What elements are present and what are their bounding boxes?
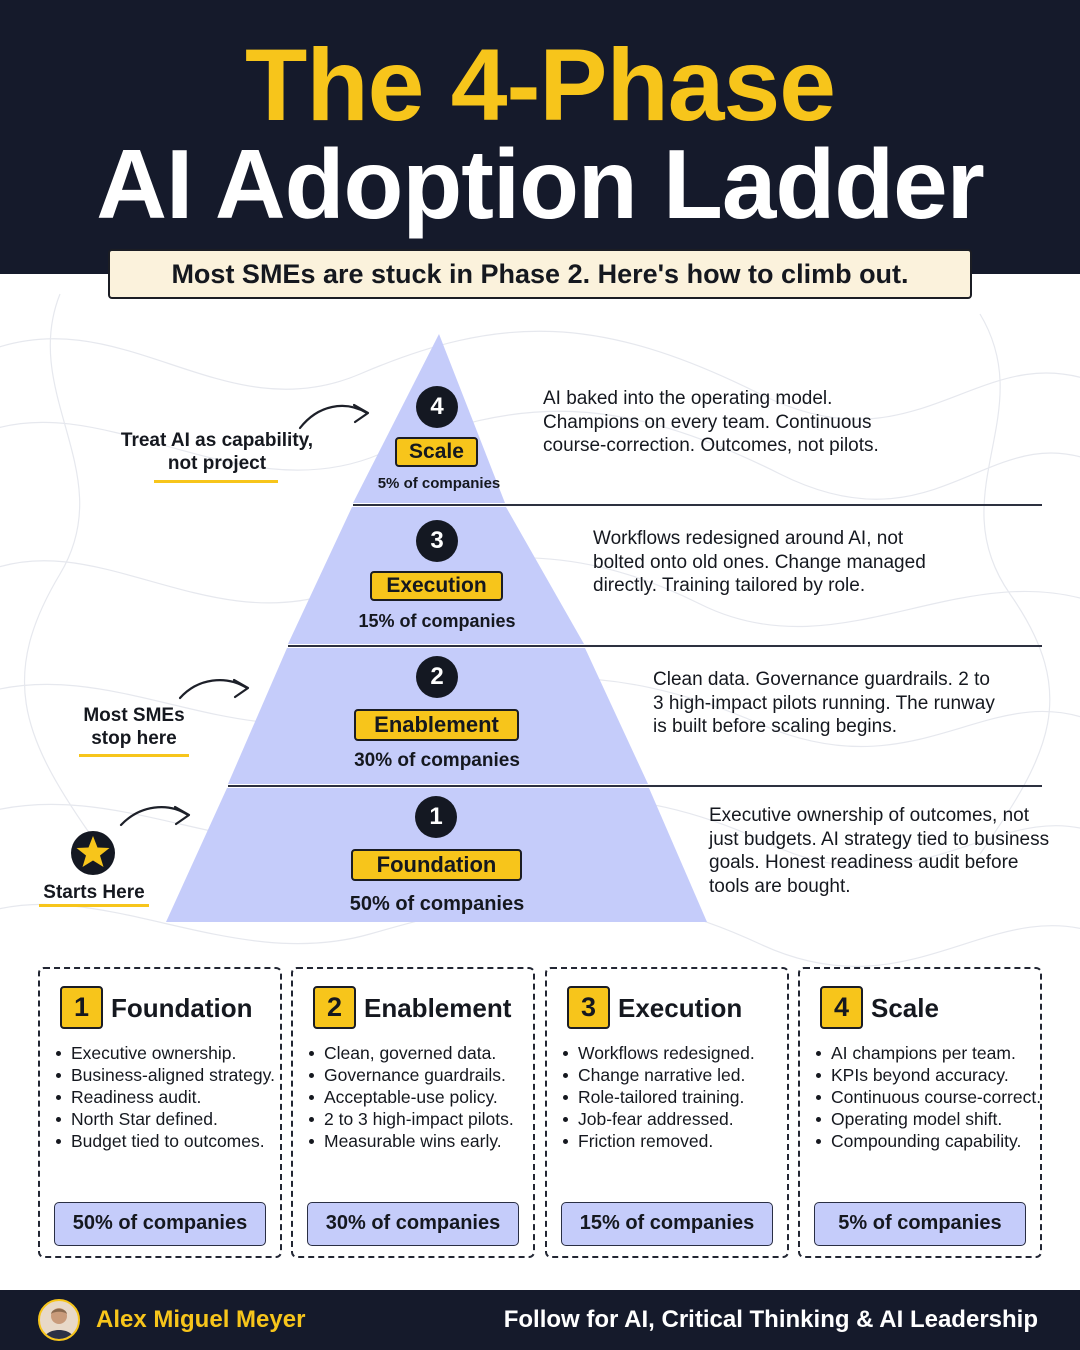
phase-card-number: 1	[60, 986, 103, 1029]
annotation-starts-here-underline	[39, 904, 149, 907]
list-item: Compounding capability.	[812, 1130, 1044, 1152]
annotation-most-smes: Most SMEs stop here	[83, 705, 185, 749]
list-item: Budget tied to outcomes.	[52, 1130, 284, 1152]
list-item: Clean, governed data.	[305, 1042, 537, 1064]
header-banner	[0, 0, 1080, 274]
list-item: AI champions per team.	[812, 1042, 1044, 1064]
phase-card-share: 30% of companies	[307, 1202, 519, 1246]
tier-2-number: 2	[416, 656, 458, 698]
phase-card-number: 3	[567, 986, 610, 1029]
avatar[interactable]	[38, 1299, 80, 1341]
divider-tier-3	[288, 645, 1042, 647]
list-item: Workflows redesigned.	[559, 1042, 791, 1064]
phase-card-title: Foundation	[111, 993, 253, 1023]
list-item: 2 to 3 high-impact pilots.	[305, 1108, 537, 1130]
phase-card-2: 2 Enablement Clean, governed data. Gover…	[291, 967, 535, 1258]
list-item: Business-aligned strategy.	[52, 1064, 284, 1086]
annotation-most-smes-underline	[79, 754, 189, 757]
arrow-top	[298, 404, 369, 430]
tier-2-share: 30% of companies	[354, 750, 520, 771]
follow-tagline: Follow for AI, Critical Thinking & AI Le…	[503, 1306, 1038, 1333]
phase-card-share: 15% of companies	[561, 1202, 773, 1246]
phase-card-title: Enablement	[364, 993, 512, 1023]
tier-2-description: Clean data. Governance guardrails. 2 to …	[653, 669, 995, 737]
subtitle-banner: Most SMEs are stuck in Phase 2. Here's h…	[108, 249, 972, 299]
tier-2-label: Enablement	[354, 709, 519, 741]
phase-card-number: 2	[313, 986, 356, 1029]
tier-1-number: 1	[415, 796, 457, 838]
list-item: Role-tailored training.	[559, 1086, 791, 1108]
list-item: Operating model shift.	[812, 1108, 1044, 1130]
divider-tier-4	[353, 504, 1042, 506]
annotation-starts-here: Starts Here	[43, 882, 145, 903]
list-item: KPIs beyond accuracy.	[812, 1064, 1044, 1086]
phase-card-share: 50% of companies	[54, 1202, 266, 1246]
tier-3-number: 3	[416, 520, 458, 562]
phase-card-list: Workflows redesigned. Change narrative l…	[559, 1042, 791, 1152]
tier-4-label: Scale	[395, 437, 478, 467]
annotation-capability-underline	[154, 480, 278, 483]
list-item: Friction removed.	[559, 1130, 791, 1152]
list-item: Change narrative led.	[559, 1064, 791, 1086]
tier-3-label: Execution	[370, 571, 503, 601]
phase-card-share: 5% of companies	[814, 1202, 1026, 1246]
footer-bar: Alex Miguel Meyer Follow for AI, Critica…	[0, 1290, 1080, 1350]
tier-4-share: 5% of companies	[377, 475, 501, 492]
list-item: Job-fear addressed.	[559, 1108, 791, 1130]
title-line-1: The 4-Phase	[245, 28, 836, 142]
list-item: Executive ownership.	[52, 1042, 284, 1064]
list-item: Measurable wins early.	[305, 1130, 537, 1152]
list-item: Continuous course-correct.	[812, 1086, 1044, 1108]
phase-card-list: Clean, governed data. Governance guardra…	[305, 1042, 537, 1152]
tier-1-description: Executive ownership of outcomes, not jus…	[709, 805, 1050, 897]
phase-card-list: AI champions per team. KPIs beyond accur…	[812, 1042, 1044, 1152]
star-icon	[71, 831, 115, 875]
list-item: Governance guardrails.	[305, 1064, 537, 1086]
list-item: Acceptable-use policy.	[305, 1086, 537, 1108]
author-name[interactable]: Alex Miguel Meyer	[96, 1306, 306, 1333]
tier-1-label: Foundation	[351, 849, 522, 881]
tier-4-description: AI baked into the operating model. Champ…	[543, 388, 879, 456]
phase-card-1: 1 Foundation Executive ownership. Busine…	[38, 967, 282, 1258]
phase-card-list: Executive ownership. Business-aligned st…	[52, 1042, 284, 1152]
title-line-2: AI Adoption Ladder	[96, 129, 985, 239]
tier-4-number: 4	[416, 386, 458, 428]
divider-tier-2	[228, 785, 1042, 787]
list-item: North Star defined.	[52, 1108, 284, 1130]
phase-card-title: Execution	[618, 993, 743, 1023]
phase-card-4: 4 Scale AI champions per team. KPIs beyo…	[798, 967, 1042, 1258]
list-item: Readiness audit.	[52, 1086, 284, 1108]
phase-card-number: 4	[820, 986, 863, 1029]
tier-1-share: 50% of companies	[349, 893, 525, 915]
annotation-capability: Treat AI as capability, not project	[120, 430, 314, 474]
tier-3-description: Workflows redesigned around AI, not bolt…	[593, 528, 926, 596]
tier-3-share: 15% of companies	[358, 611, 516, 631]
phase-card-3: 3 Execution Workflows redesigned. Change…	[545, 967, 789, 1258]
phase-card-title: Scale	[871, 993, 939, 1023]
